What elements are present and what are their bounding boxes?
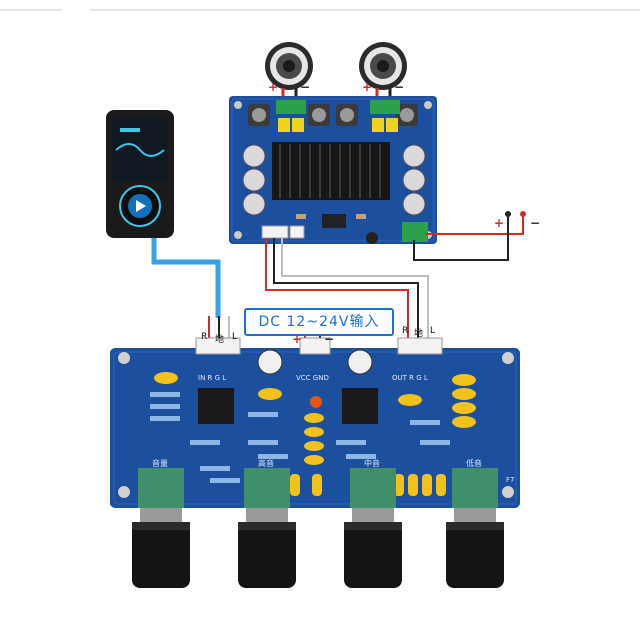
player-audio-cable <box>151 238 221 318</box>
knob-label-bass: 低音 <box>466 459 482 468</box>
power-black-wire <box>413 214 509 261</box>
power-minus-sign: − <box>530 216 541 230</box>
output-r-pin: R <box>402 326 409 336</box>
signal-white-wire <box>281 238 429 338</box>
board-corner-mark: F7 <box>506 476 515 484</box>
knob-label-treble: 高音 <box>258 459 274 468</box>
input-ground-pin: 地 <box>215 335 225 345</box>
tone-board <box>110 337 520 508</box>
media-player-icon <box>106 110 174 238</box>
power-plus-sign: + <box>494 216 505 230</box>
silk-in: IN R G L <box>198 374 227 382</box>
knob-treble[interactable] <box>238 508 296 588</box>
speaker-left-minus: − <box>300 80 311 94</box>
input-l-pin: L <box>232 332 238 342</box>
knob-label-volume: 音量 <box>152 459 168 468</box>
speaker-right-plus: + <box>362 80 373 94</box>
silk-vcc: VCC GND <box>296 374 329 382</box>
knob-volume[interactable] <box>132 508 190 588</box>
power-red-wire <box>426 214 524 235</box>
signal-red-wire <box>265 238 409 338</box>
speaker-right-icon <box>359 42 407 90</box>
amp-board <box>229 96 437 244</box>
speaker-left-plus: + <box>268 80 279 94</box>
speaker-right-minus: − <box>394 80 405 94</box>
knob-mid[interactable] <box>344 508 402 588</box>
vcc-plus-sign: + <box>292 332 303 346</box>
knob-bass[interactable] <box>446 508 504 588</box>
power-black-terminal <box>505 211 511 217</box>
input-r-pin: R <box>201 332 208 342</box>
knob-label-mid: 中音 <box>364 459 380 468</box>
power-red-terminal <box>520 211 526 217</box>
silk-out: OUT R G L <box>392 374 428 382</box>
signal-black-wire <box>273 238 419 338</box>
output-ground-pin: 地 <box>414 329 424 339</box>
power-input-label: DC 12~24V输入 <box>244 308 394 336</box>
speaker-left-icon <box>265 42 313 90</box>
output-l-pin: L <box>430 326 436 336</box>
vcc-minus-sign: − <box>324 332 335 346</box>
